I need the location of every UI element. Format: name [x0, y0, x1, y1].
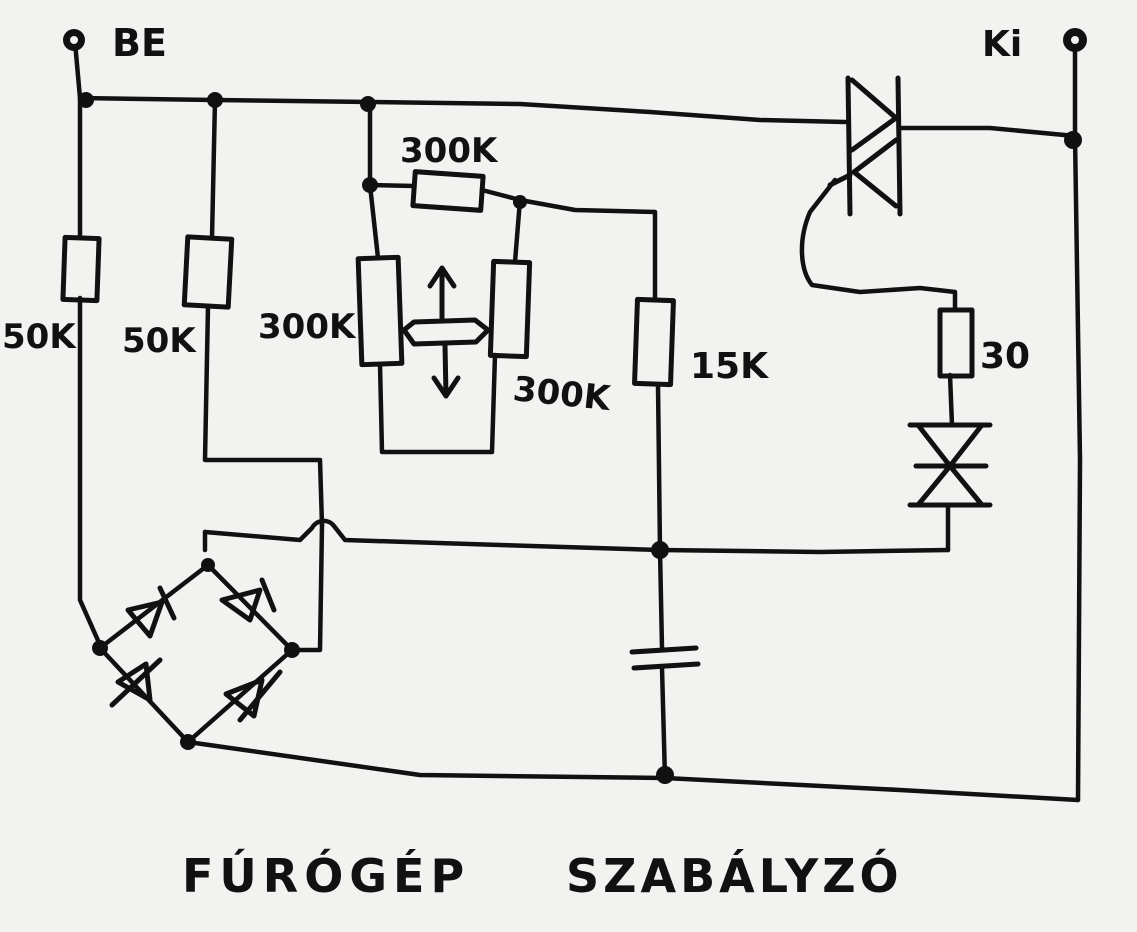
input-terminal — [63, 29, 85, 51]
output-terminal — [1063, 28, 1087, 52]
diode-bridge — [97, 562, 295, 745]
potentiometer-300k-b-label: 300K — [511, 369, 614, 419]
potentiometer-300k-b — [487, 258, 533, 360]
title-left: FÚRÓGÉP — [182, 849, 470, 903]
resistor-50k-left — [60, 234, 102, 304]
potentiometer-wiper — [401, 317, 491, 347]
potentiometer-300k-a — [355, 254, 405, 368]
title-right: SZABÁLYZÓ — [566, 849, 903, 903]
resistor-50k-second-label: 50K — [122, 321, 197, 361]
wires — [72, 39, 1083, 803]
junction-node — [656, 766, 674, 784]
input-terminal-label: BE — [112, 21, 167, 65]
wiper-arrow-up-icon — [427, 265, 457, 321]
capacitor — [629, 645, 701, 671]
junction-node — [651, 541, 669, 559]
junction-node — [78, 92, 94, 108]
junction-node — [362, 177, 378, 193]
resistor-300k-fixed — [410, 169, 486, 213]
junction-node — [207, 92, 223, 108]
resistor-30 — [937, 307, 975, 379]
resistor-15k-label: 15K — [690, 346, 769, 387]
junction-node — [360, 96, 376, 112]
resistor-15k — [632, 296, 676, 388]
junction-node — [513, 195, 527, 209]
triac — [827, 75, 903, 217]
junction-nodes — [78, 92, 1082, 784]
output-terminal-label: Ki — [982, 24, 1022, 65]
junction-node — [1064, 131, 1082, 149]
resistor-50k-left-label: 50K — [2, 317, 77, 357]
potentiometer-300k-a-label: 300K — [258, 307, 357, 347]
resistor-30-label: 30 — [980, 336, 1030, 377]
diac — [907, 422, 993, 508]
resistor-50k-second — [181, 234, 235, 310]
wiper-arrow-down-icon — [431, 342, 461, 399]
resistor-300k-fixed-label: 300K — [400, 131, 499, 171]
